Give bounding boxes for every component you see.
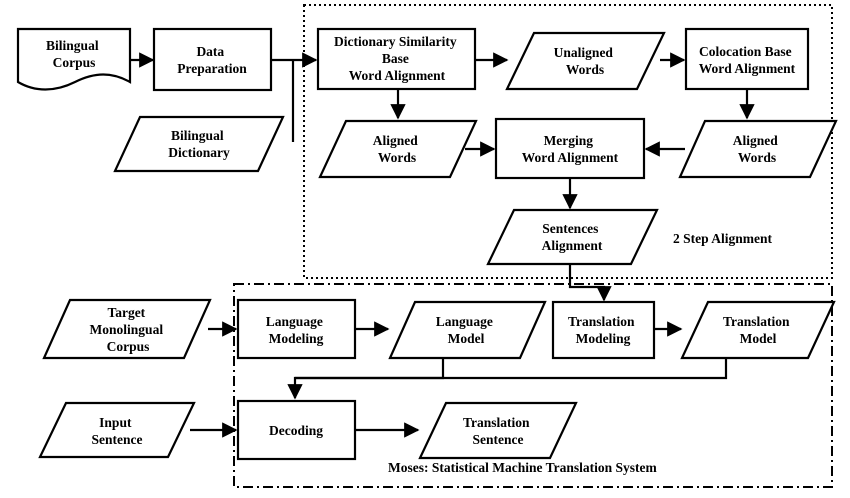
svg-text:Sentences Alignment: Sentences Alignment [542,221,603,253]
node-unaligned-words: Unaligned Words [505,31,666,91]
two-step-alignment-label: 2 Step Alignment [673,231,773,246]
svg-text:Target Monolingual: Target Monolingual Corpus [90,305,167,354]
svg-text:Language Modeling: Language Modeling [266,314,326,346]
node-language-model: Language Model [388,300,547,360]
arrow-translation-model-to-decoding [287,358,728,400]
svg-text:Input Sentence: Input Sentence [92,415,143,447]
svg-text:Decoding: Decoding [269,423,323,438]
node-aligned-words-right: Aligned Words [678,119,838,179]
line-language-model-down [295,358,445,380]
node-translation-model: Translation Model [680,300,836,360]
node-language-modeling: Language Modeling [236,298,357,360]
svg-text:Language Model: Language Model [436,314,496,346]
svg-text:Translation Modeling: Translation Modeling [568,314,638,346]
svg-text:Bilingual Dictionary: Bilingual Dictionary [168,128,230,160]
moses-boundary [233,283,833,488]
node-dictionary-similarity-alignment: Dictionary Similarity Base Word Alignmen… [316,27,477,91]
svg-text:Translation Sentence: Translation Sentence [463,415,533,447]
node-decoding: Decoding [236,399,357,461]
svg-text:Unaligned Words: Unaligned Words [554,45,617,77]
moses-system-label: Moses: Statistical Machine Translation S… [388,460,657,475]
svg-text:Dictionary Similarity Ba: Dictionary Similarity Base Word Alignmen… [334,34,460,83]
svg-text:Aligned Words: Aligned Words [733,133,781,165]
node-translation-sentence: Translation Sentence [418,401,578,460]
arrow-sentences-to-translation-modeling [568,264,612,302]
node-bilingual-dictionary: Bilingual Dictionary [113,115,285,173]
svg-text:Aligned Words: Aligned Words [373,133,421,165]
two-step-alignment-boundary [303,4,833,279]
connectors [131,52,755,438]
node-aligned-words-left: Aligned Words [318,119,478,179]
node-data-preparation: Data Preparation [152,27,273,92]
node-target-monolingual-corpus: Target Monolingual Corpus [42,298,212,360]
svg-text:Merging Word Alignment: Merging Word Alignment [522,133,619,165]
node-input-sentence: Input Sentence [38,401,196,459]
node-translation-modeling: Translation Modeling [551,300,656,360]
node-merging-alignment: Merging Word Alignment [494,117,646,180]
svg-text:Translation Model: Translation Model [723,314,793,346]
svg-text:Data Preparation: Data Preparation [177,44,247,76]
node-bilingual-corpus: Bilingual Corpus [16,27,132,91]
svg-text:Colocation Base Word Ali: Colocation Base Word Alignment [699,44,796,76]
svg-text:Bilingual Corpus: Bilingual Corpus [46,38,102,70]
node-sentences-alignment: Sentences Alignment [486,208,659,266]
node-colocation-alignment: Colocation Base Word Alignment [684,27,810,91]
